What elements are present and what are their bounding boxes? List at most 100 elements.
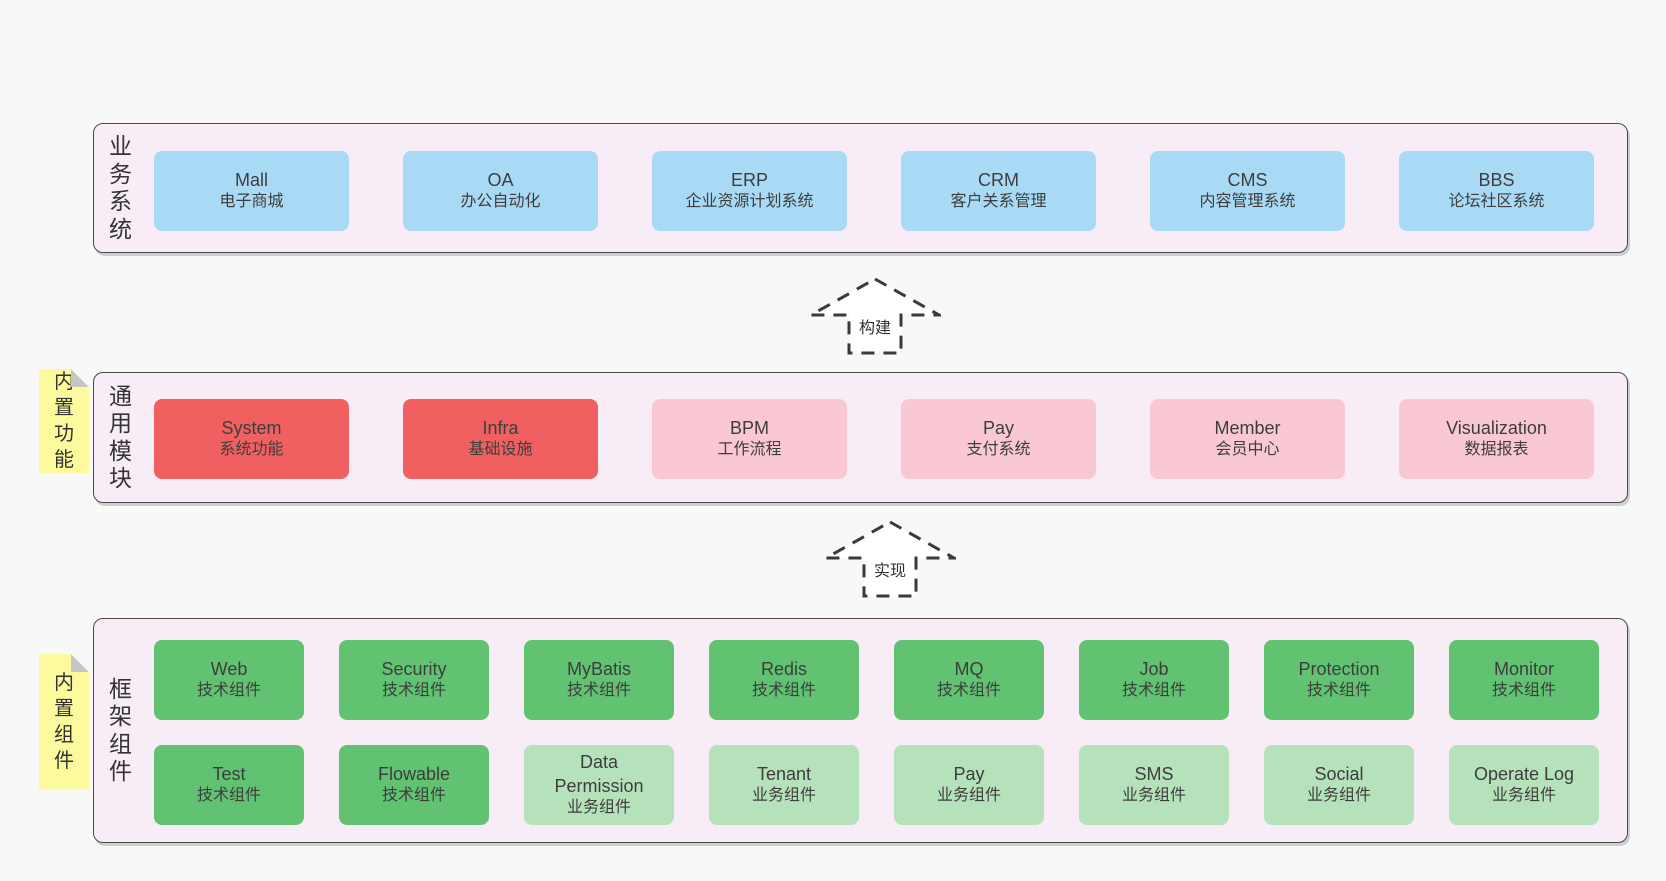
module-box-monitor: Monitor 技术组件	[1449, 640, 1599, 720]
section-side-label: 通用模块	[109, 382, 132, 492]
module-box-infra: Infra 基础设施	[403, 399, 598, 479]
module-name-zh: 支付系统	[966, 441, 1031, 459]
module-name-en: MQ	[954, 658, 984, 679]
sticky-note: 内置组件	[39, 654, 89, 790]
module-box-system: System 系统功能	[154, 399, 349, 479]
module-box-job: Job 技术组件	[1079, 640, 1229, 720]
module-box-social: Social 业务组件	[1264, 745, 1414, 825]
folded-corner-icon	[71, 654, 89, 672]
module-name-zh: 技术组件	[936, 682, 1001, 700]
module-name-en: Tenant	[756, 763, 812, 784]
module-name-en: Job	[1139, 658, 1169, 679]
module-name-en: Visualization	[1446, 417, 1547, 438]
module-name-en: Web	[210, 658, 248, 679]
module-name-zh: 技术组件	[1121, 682, 1186, 700]
section-side-label: 框架组件	[109, 675, 132, 785]
module-name-zh: 技术组件	[381, 682, 446, 700]
section-side-label: 业务系统	[109, 132, 132, 242]
module-name-en: OA	[487, 169, 514, 190]
module-name-en: Social	[1314, 763, 1364, 784]
module-name-en: Infra	[482, 417, 519, 438]
folded-corner-icon	[71, 369, 89, 387]
module-name-zh: 业务组件	[1306, 787, 1371, 805]
arrow-label: 构建	[855, 314, 895, 338]
module-name-en: Protection	[1298, 658, 1380, 679]
module-box-sms: SMS 业务组件	[1079, 745, 1229, 825]
module-name-zh: 会员中心	[1215, 441, 1280, 459]
module-box-mq: MQ 技术组件	[894, 640, 1044, 720]
section-rows: Web 技术组件 Security 技术组件 MyBatis 技术组件 Redi…	[154, 640, 1599, 825]
module-box-crm: CRM 客户关系管理	[901, 151, 1096, 231]
module-name-en: BBS	[1478, 169, 1515, 190]
module-box-flowable: Flowable 技术组件	[339, 745, 489, 825]
section-rows: Mall 电子商城 OA 办公自动化 ERP 企业资源计划系统 CRM 客户关系…	[154, 151, 1594, 231]
sticky-note: 内置功能	[39, 369, 89, 473]
module-name-zh: 系统功能	[219, 441, 284, 459]
module-box-test: Test 技术组件	[154, 745, 304, 825]
section-common-modules: 内置功能 通用模块 System 系统功能 Infra 基础设施 BPM 工作流…	[93, 372, 1628, 503]
module-row: System 系统功能 Infra 基础设施 BPM 工作流程 Pay 支付系统…	[154, 399, 1594, 479]
module-row: Mall 电子商城 OA 办公自动化 ERP 企业资源计划系统 CRM 客户关系…	[154, 151, 1594, 231]
module-name-zh: 技术组件	[1491, 682, 1556, 700]
arrow-label: 实现	[870, 557, 910, 581]
module-name-en: SMS	[1134, 763, 1174, 784]
module-name-zh: 技术组件	[196, 787, 261, 805]
module-name-zh: 技术组件	[196, 682, 261, 700]
module-name-en: ERP	[730, 169, 768, 190]
module-box-mall: Mall 电子商城	[154, 151, 349, 231]
module-name-en: CMS	[1227, 169, 1268, 190]
module-name-en: Data Permission	[554, 752, 644, 796]
module-name-en: Pay	[982, 417, 1015, 438]
sticky-note-label: 内置功能	[54, 371, 74, 471]
module-name-zh: 基础设施	[468, 441, 533, 459]
module-name-zh: 数据报表	[1464, 441, 1529, 459]
module-box-erp: ERP 企业资源计划系统	[652, 151, 847, 231]
module-box-bbs: BBS 论坛社区系统	[1399, 151, 1594, 231]
module-box-cms: CMS 内容管理系统	[1150, 151, 1345, 231]
module-box-redis: Redis 技术组件	[709, 640, 859, 720]
module-name-zh: 业务组件	[566, 798, 631, 816]
module-name-en: MyBatis	[566, 658, 631, 679]
module-name-en: Operate Log	[1473, 763, 1575, 784]
module-name-zh: 论坛社区系统	[1448, 193, 1545, 211]
module-row: Web 技术组件 Security 技术组件 MyBatis 技术组件 Redi…	[154, 640, 1599, 720]
module-name-zh: 客户关系管理	[950, 193, 1047, 211]
section-rows: System 系统功能 Infra 基础设施 BPM 工作流程 Pay 支付系统…	[154, 399, 1594, 479]
module-name-en: Pay	[953, 763, 985, 784]
module-row: Test 技术组件 Flowable 技术组件 Data Permission …	[154, 745, 1599, 825]
section-business-systems: 业务系统 Mall 电子商城 OA 办公自动化 ERP 企业资源计划系统 CRM…	[93, 123, 1628, 253]
module-name-en: Test	[212, 763, 246, 784]
module-name-zh: 业务组件	[751, 787, 816, 805]
module-box-tenant: Tenant 业务组件	[709, 745, 859, 825]
module-name-zh: 办公自动化	[460, 193, 541, 211]
module-box-oa: OA 办公自动化	[403, 151, 598, 231]
module-box-data-permission: Data Permission 业务组件	[524, 745, 674, 825]
module-name-zh: 技术组件	[751, 682, 816, 700]
module-name-zh: 内容管理系统	[1199, 193, 1296, 211]
module-name-zh: 电子商城	[219, 193, 284, 211]
module-box-mybatis: MyBatis 技术组件	[524, 640, 674, 720]
module-name-en: Mall	[234, 169, 268, 190]
module-box-visualization: Visualization 数据报表	[1399, 399, 1594, 479]
module-name-en: BPM	[729, 417, 769, 438]
module-box-protection: Protection 技术组件	[1264, 640, 1414, 720]
module-name-zh: 技术组件	[381, 787, 446, 805]
module-box-pay: Pay 支付系统	[901, 399, 1096, 479]
module-name-en: Member	[1214, 417, 1281, 438]
dashed-up-arrow-icon: 构建	[809, 277, 941, 355]
module-name-en: CRM	[978, 169, 1019, 190]
module-box-pay: Pay 业务组件	[894, 745, 1044, 825]
module-name-zh: 技术组件	[1306, 682, 1371, 700]
section-framework-components: 内置组件 框架组件 Web 技术组件 Security 技术组件 MyBatis…	[93, 618, 1628, 843]
module-name-zh: 技术组件	[566, 682, 631, 700]
module-name-zh: 业务组件	[936, 787, 1001, 805]
module-name-zh: 工作流程	[717, 441, 782, 459]
module-name-zh: 业务组件	[1121, 787, 1186, 805]
module-name-en: Security	[381, 658, 447, 679]
module-box-member: Member 会员中心	[1150, 399, 1345, 479]
module-box-security: Security 技术组件	[339, 640, 489, 720]
dashed-up-arrow-icon: 实现	[824, 520, 956, 598]
module-name-en: Redis	[760, 658, 808, 679]
sticky-note-label: 内置组件	[54, 672, 74, 772]
